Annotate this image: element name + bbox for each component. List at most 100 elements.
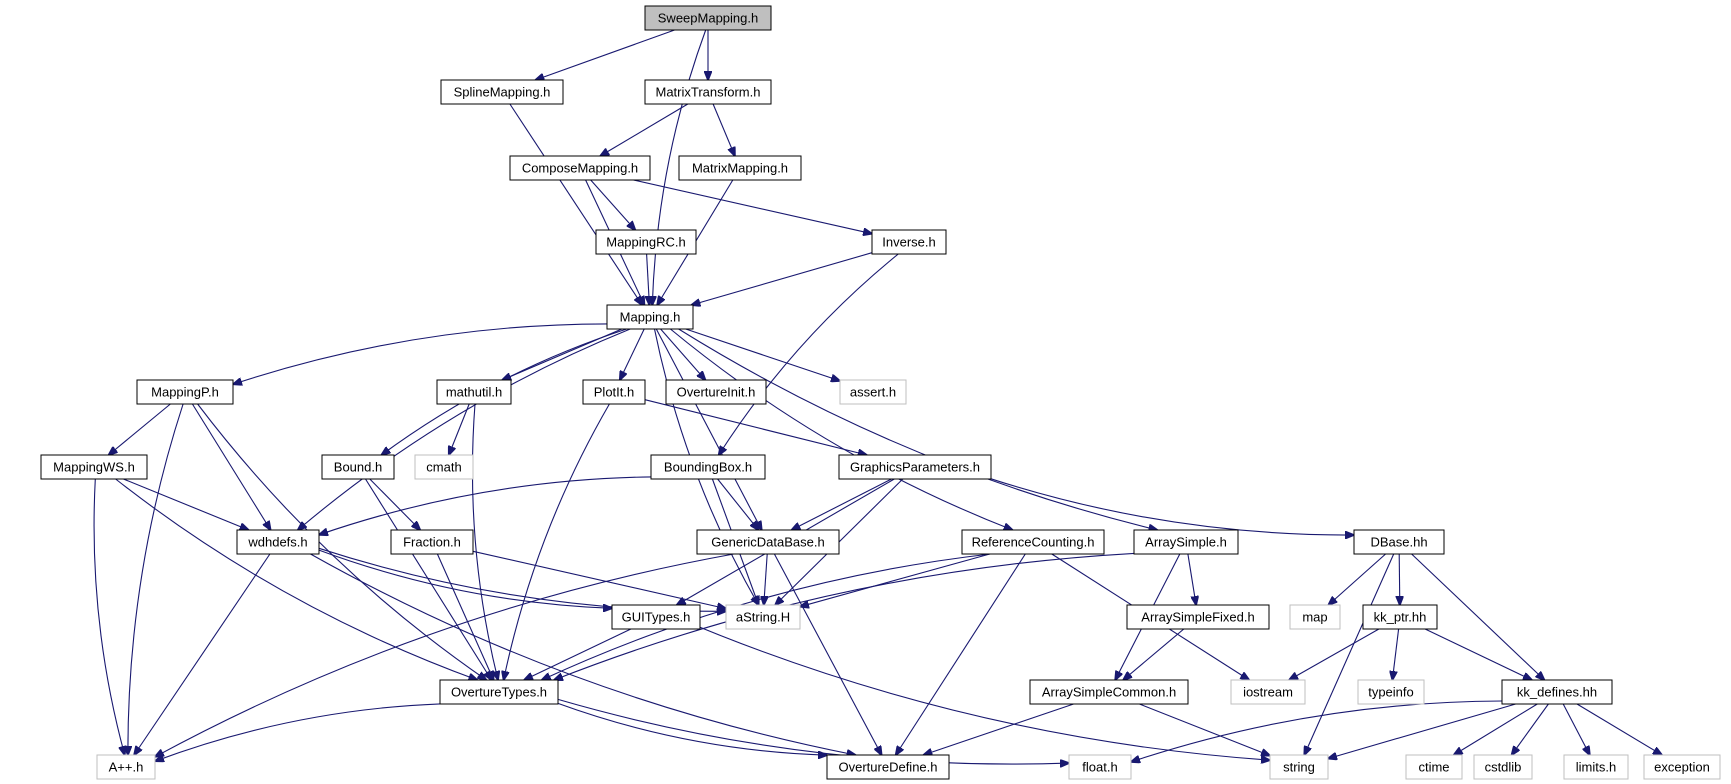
edge-mappingrc-to-mapping xyxy=(647,253,650,305)
node-label: MatrixMapping.h xyxy=(692,160,788,175)
node-matrixtransform[interactable]: MatrixTransform.h xyxy=(644,79,772,105)
edge-guitypes-to-overturetypes xyxy=(524,628,632,680)
node-box xyxy=(1289,604,1341,630)
edge-matrixtransform-to-matrixmapping xyxy=(712,103,735,156)
node-label: MappingP.h xyxy=(151,384,219,399)
node-label: SweepMapping.h xyxy=(658,10,758,25)
node-inverse[interactable]: Inverse.h xyxy=(871,229,947,255)
node-overturedefine[interactable]: OvertureDefine.h xyxy=(826,754,950,780)
edge-arraysimplecommon-to-string xyxy=(1139,703,1270,756)
edge-mapping-to-plotit xyxy=(620,328,645,380)
node-kkptr[interactable]: kk_ptr.hh xyxy=(1362,604,1438,630)
node-box xyxy=(644,5,772,31)
node-label: GenericDataBase.h xyxy=(711,534,824,549)
node-label: ReferenceCounting.h xyxy=(972,534,1095,549)
edge-mapping-to-assert xyxy=(685,328,840,381)
edge-sweep-to-mapping xyxy=(652,29,707,305)
node-mappingws[interactable]: MappingWS.h xyxy=(40,454,148,480)
node-overtureinit[interactable]: OvertureInit.h xyxy=(665,379,767,405)
edge-mathutil-to-cmath xyxy=(449,403,470,455)
node-referencecounting[interactable]: ReferenceCounting.h xyxy=(961,529,1105,555)
node-box xyxy=(678,155,802,181)
node-label: ArraySimpleFixed.h xyxy=(1141,609,1254,624)
node-sweep[interactable]: SweepMapping.h xyxy=(644,5,772,31)
edge-dbase-to-kkdefines xyxy=(1411,553,1545,680)
node-box xyxy=(509,155,651,181)
node-box xyxy=(136,379,234,405)
node-box xyxy=(696,529,840,555)
node-label: kk_defines.hh xyxy=(1517,684,1597,699)
node-label: assert.h xyxy=(850,384,896,399)
node-genericdatabase[interactable]: GenericDataBase.h xyxy=(696,529,840,555)
edge-guitypes-to-string xyxy=(699,626,1270,760)
node-box xyxy=(644,79,772,105)
node-label: DBase.hh xyxy=(1370,534,1427,549)
node-mappingp[interactable]: MappingP.h xyxy=(136,379,234,405)
node-box xyxy=(725,604,801,630)
node-label: MappingWS.h xyxy=(53,459,135,474)
node-astring: aString.H xyxy=(725,604,801,630)
node-box xyxy=(1068,754,1132,780)
node-box xyxy=(871,229,947,255)
edge-genericdatabase-to-app xyxy=(155,553,734,757)
node-compose[interactable]: ComposeMapping.h xyxy=(509,155,651,181)
edge-referencecounting-to-astring xyxy=(800,553,990,607)
node-fraction[interactable]: Fraction.h xyxy=(390,529,474,555)
node-bound[interactable]: Bound.h xyxy=(321,454,395,480)
edge-kkptr-to-kkdefines xyxy=(1424,628,1532,680)
node-boundingbox[interactable]: BoundingBox.h xyxy=(650,454,766,480)
node-overturetypes[interactable]: OvertureTypes.h xyxy=(439,679,559,705)
node-mapping[interactable]: Mapping.h xyxy=(606,304,694,330)
node-label: wdhdefs.h xyxy=(247,534,307,549)
node-label: exception xyxy=(1654,759,1710,774)
node-matrixmapping[interactable]: MatrixMapping.h xyxy=(678,155,802,181)
edge-kkptr-to-iostream xyxy=(1289,628,1380,680)
edge-plotit-to-graphicsparameters xyxy=(644,399,867,455)
node-box xyxy=(665,379,767,405)
edge-compose-to-mappingrc xyxy=(590,179,636,230)
node-cmath: cmath xyxy=(414,454,474,480)
edge-mappingws-to-wdhdefs xyxy=(123,478,248,530)
node-arraysimplecommon[interactable]: ArraySimpleCommon.h xyxy=(1029,679,1189,705)
edge-graphicsparameters-to-dbase xyxy=(990,478,1354,535)
node-iostream: iostream xyxy=(1230,679,1306,705)
node-graphicsparameters[interactable]: GraphicsParameters.h xyxy=(838,454,992,480)
edge-mapping-to-arraysimple xyxy=(678,328,1158,530)
node-mappingrc[interactable]: MappingRC.h xyxy=(595,229,697,255)
edge-overturetypes-to-overturedefine xyxy=(557,702,827,755)
edge-mappingws-to-overturetypes xyxy=(115,478,478,680)
node-arraysimplefixed[interactable]: ArraySimpleFixed.h xyxy=(1126,604,1270,630)
edge-kkdefines-to-cstdlib xyxy=(1512,703,1549,755)
node-box xyxy=(390,529,474,555)
edge-mapping-to-mappingp xyxy=(233,323,608,384)
node-label: MappingRC.h xyxy=(606,234,686,249)
edge-wdhdefs-to-overturedefine xyxy=(310,553,856,755)
edge-genericdatabase-to-astring xyxy=(764,553,767,605)
edge-overturetypes-to-app xyxy=(155,703,441,761)
node-label: ComposeMapping.h xyxy=(522,160,638,175)
node-label: string xyxy=(1283,759,1315,774)
node-box xyxy=(1563,754,1629,780)
node-box xyxy=(839,379,907,405)
node-string: string xyxy=(1269,754,1329,780)
edge-graphicsparameters-to-genericdatabase xyxy=(792,478,892,530)
node-label: SplineMapping.h xyxy=(454,84,551,99)
node-mathutil[interactable]: mathutil.h xyxy=(436,379,512,405)
node-dbase[interactable]: DBase.hh xyxy=(1353,529,1445,555)
node-label: Bound.h xyxy=(334,459,382,474)
node-box xyxy=(1362,604,1438,630)
node-spline[interactable]: SplineMapping.h xyxy=(440,79,564,105)
node-arraysimple[interactable]: ArraySimple.h xyxy=(1133,529,1239,555)
node-cstdlib: cstdlib xyxy=(1473,754,1533,780)
node-box xyxy=(1133,529,1239,555)
node-label: A++.h xyxy=(109,759,144,774)
node-plotit[interactable]: PlotIt.h xyxy=(582,379,646,405)
node-box xyxy=(606,304,694,330)
node-wdhdefs[interactable]: wdhdefs.h xyxy=(236,529,320,555)
node-guitypes[interactable]: GUITypes.h xyxy=(611,604,701,630)
edge-mapping-to-overtureinit xyxy=(660,328,706,380)
node-box xyxy=(1230,679,1306,705)
node-kkdefines[interactable]: kk_defines.hh xyxy=(1501,679,1613,705)
edge-arraysimple-to-overturetypes xyxy=(554,552,1135,680)
